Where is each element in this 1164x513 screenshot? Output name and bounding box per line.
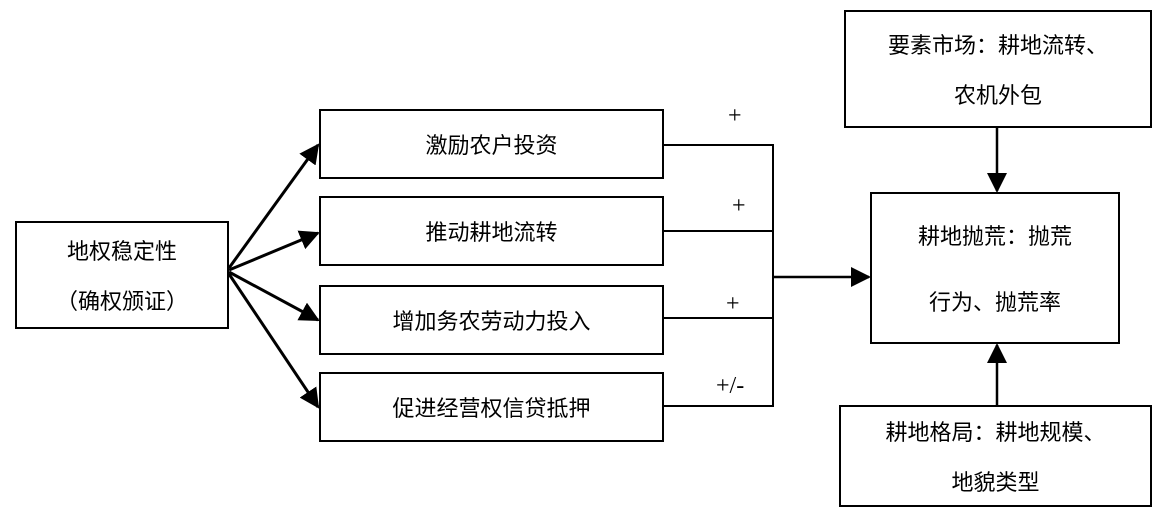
farmland-abandonment-node: 耕地抛荒：抛荒 行为、抛荒率 xyxy=(870,192,1120,344)
arrow-to-credit xyxy=(227,273,320,409)
mechanism-box-labor: 增加务农劳动力投入 xyxy=(319,285,664,355)
arrow-to-flow xyxy=(228,230,320,272)
factor-market-node: 要素市场：耕地流转、 农机外包 xyxy=(844,10,1152,128)
effect-sign-credit: +/- xyxy=(716,373,745,399)
factor-market-line1: 要素市场：耕地流转、 xyxy=(887,34,1108,59)
farmland-pattern-line1: 耕地格局：耕地规模、 xyxy=(885,421,1106,446)
factor-market-line2: 农机外包 xyxy=(953,84,1042,109)
arrow-to-invest xyxy=(227,143,320,269)
effect-sign-invest: + xyxy=(728,103,742,129)
abandonment-line2: 行为、抛荒率 xyxy=(928,291,1061,316)
land-tenure-subtitle: （确权颁证） xyxy=(55,290,188,315)
effect-sign-transfer: + xyxy=(732,193,746,219)
mechanism-box-invest: 激励农户投资 xyxy=(319,109,664,179)
farmland-pattern-line2: 地貌类型 xyxy=(951,471,1040,496)
land-tenure-stability-node: 地权稳定性 （确权颁证） xyxy=(15,221,229,329)
arrow-to-labor xyxy=(228,270,320,322)
mechanism-label: 促进经营权信贷抵押 xyxy=(392,397,591,422)
land-tenure-title: 地权稳定性 xyxy=(66,240,177,265)
mechanism-label: 激励农户投资 xyxy=(425,134,558,159)
farmland-pattern-node: 耕地格局：耕地规模、 地貌类型 xyxy=(839,405,1152,507)
mechanism-label: 推动耕地流转 xyxy=(425,221,558,246)
mechanism-label: 增加务农劳动力投入 xyxy=(392,310,591,335)
abandonment-line1: 耕地抛荒：抛荒 xyxy=(917,225,1072,250)
effect-sign-labor: + xyxy=(726,291,740,317)
mechanism-box-credit: 促进经营权信贷抵押 xyxy=(319,372,664,442)
mechanism-box-transfer: 推动耕地流转 xyxy=(319,196,664,266)
